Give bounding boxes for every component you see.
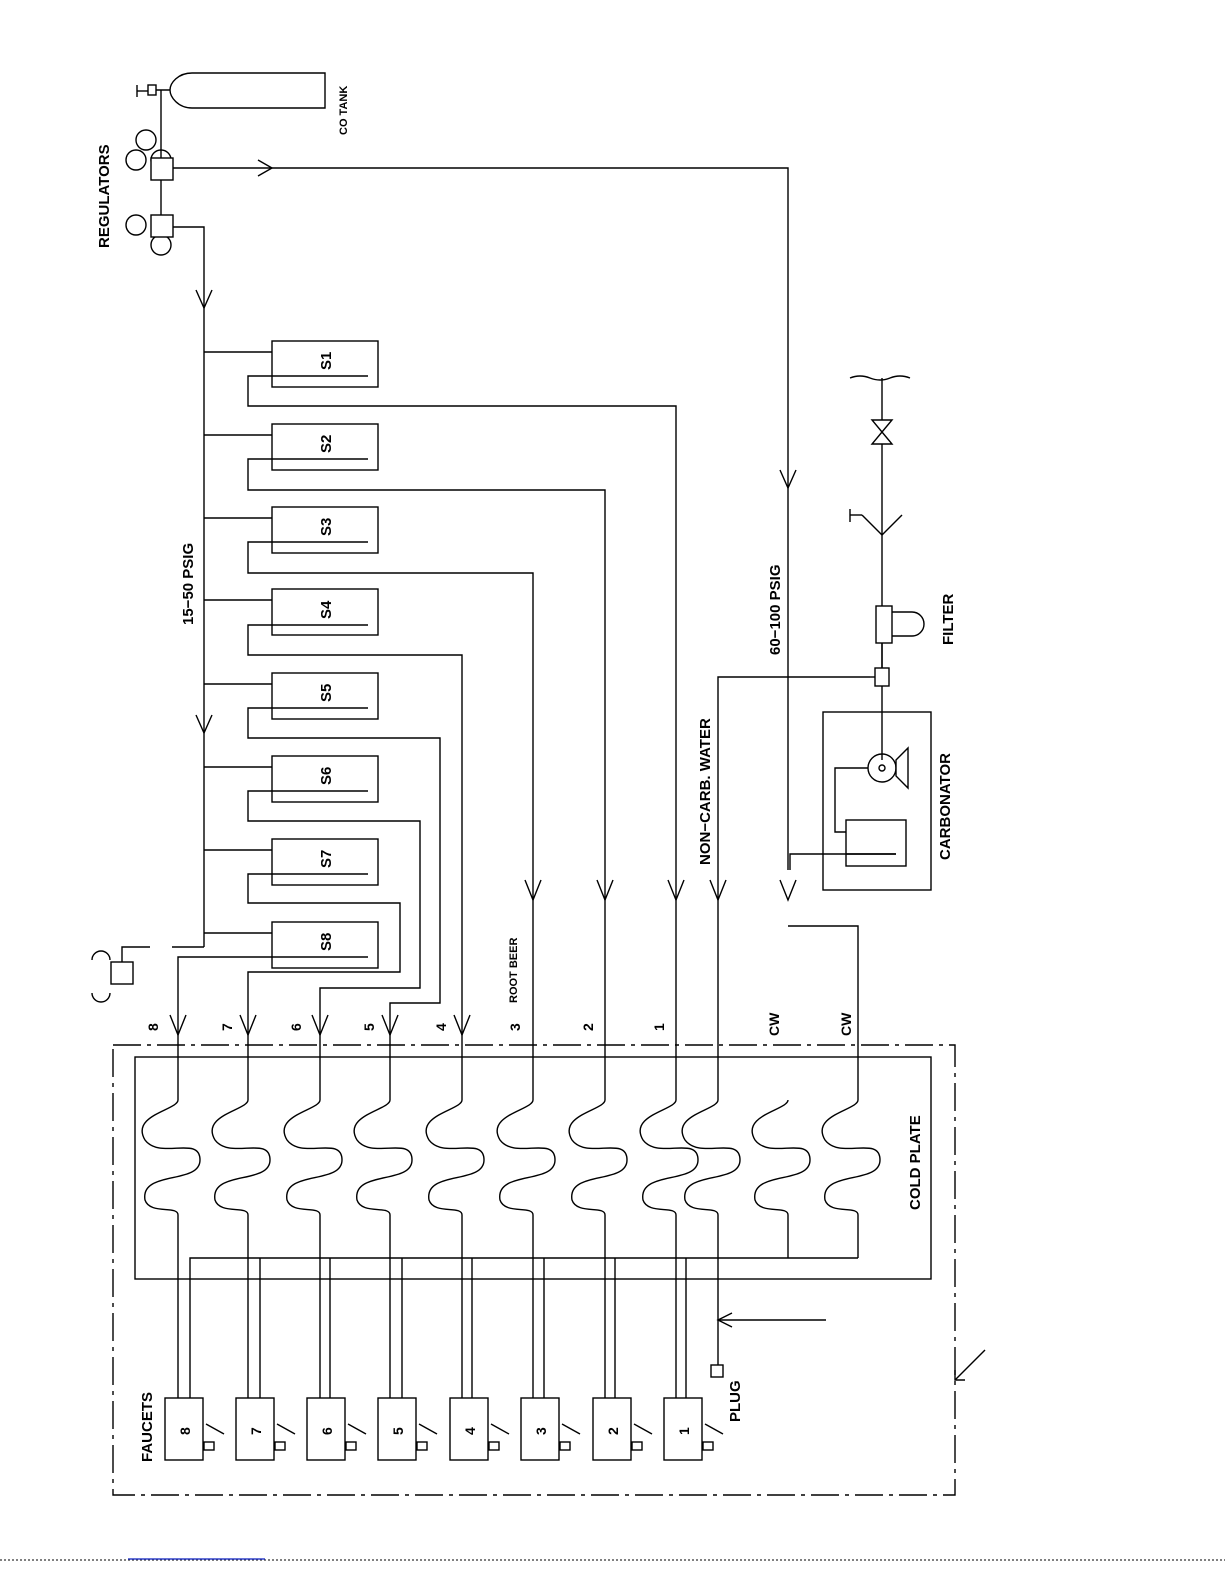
syrup-tank-label: S2 [318, 435, 335, 453]
faucet-number: 2 [605, 1427, 621, 1435]
line-number-3: 3 [507, 1023, 523, 1031]
plug-label: PLUG [727, 1380, 744, 1422]
cold-plate-label: COLD PLATE [907, 1115, 924, 1210]
faucet-7: 7 [236, 1398, 295, 1460]
syrup-tank-s6: S6 [250, 756, 378, 802]
line-number-5: 5 [361, 1023, 377, 1031]
faucet-5: 5 [378, 1398, 437, 1460]
faucet-6: 6 [307, 1398, 366, 1460]
cw-label-1: CW [766, 1012, 782, 1036]
syrup-tank-label: S8 [318, 933, 335, 951]
faucet-number: 7 [248, 1427, 264, 1435]
cold-plate [135, 1057, 931, 1398]
line-number-4: 4 [433, 1023, 449, 1031]
faucet-number: 8 [177, 1427, 193, 1435]
filter-label: FILTER [940, 593, 957, 645]
line-number-1: 1 [651, 1023, 667, 1031]
root-beer-label: ROOT BEER [508, 938, 520, 1003]
syrup-tank-s1: S1 [272, 341, 378, 387]
non-carb-water-line [718, 668, 889, 1100]
syrup-tank-label: S3 [318, 518, 335, 536]
co2-tank [137, 73, 325, 160]
carbonator-label: CARBONATOR [937, 753, 954, 860]
non-carb-water-label: NON−CARB. WATER [697, 718, 714, 865]
water-supply-line [850, 376, 924, 760]
faucet-1: 1 [664, 1398, 723, 1460]
faucet-number: 1 [676, 1427, 692, 1435]
faucet-4: 4 [450, 1398, 509, 1460]
line-number-8: 8 [145, 1023, 161, 1031]
line-number-6: 6 [288, 1023, 304, 1031]
faucet-number: 6 [319, 1427, 335, 1435]
line-number-2: 2 [580, 1023, 596, 1031]
syrup-tank-label: S4 [318, 600, 335, 619]
regulators-label: REGULATORS [96, 144, 113, 248]
syrup-tank-label: S6 [318, 767, 335, 785]
syrup-tank-s4: S4 [250, 589, 378, 635]
syrup-tank-label: S7 [318, 850, 335, 868]
syrup-tank-s8: S8 [180, 922, 378, 968]
regulators [126, 130, 173, 255]
psig-low-label: 15−50 PSIG [180, 543, 197, 625]
faucets-label: FAUCETS [139, 1392, 156, 1462]
syrup-tank-s3: S3 [250, 507, 378, 553]
syrup-tank-s2: S2 [250, 424, 378, 470]
line-number-7: 7 [219, 1023, 235, 1031]
secondary-regulator [92, 947, 150, 1002]
syrup-tank-s7: S7 [250, 839, 378, 885]
faucet-number: 3 [533, 1427, 549, 1435]
faucet-number: 5 [390, 1427, 406, 1435]
syrup-tank-s5: S5 [250, 673, 378, 719]
syrup-tank-label: S1 [318, 352, 335, 370]
syrup-lines [178, 376, 676, 1100]
syrup-tank-label: S5 [318, 684, 335, 702]
cw-label-2: CW [838, 1012, 854, 1036]
faucet-3: 3 [521, 1398, 580, 1460]
plug [711, 1313, 985, 1380]
psig-high-label: 60−100 PSIG [767, 565, 784, 655]
faucet-2: 2 [593, 1398, 652, 1460]
faucet-number: 4 [462, 1427, 478, 1435]
co-tank-label: CO TANK [338, 86, 350, 135]
carbonator [788, 712, 931, 1100]
faucet-8: 8 [165, 1398, 224, 1460]
